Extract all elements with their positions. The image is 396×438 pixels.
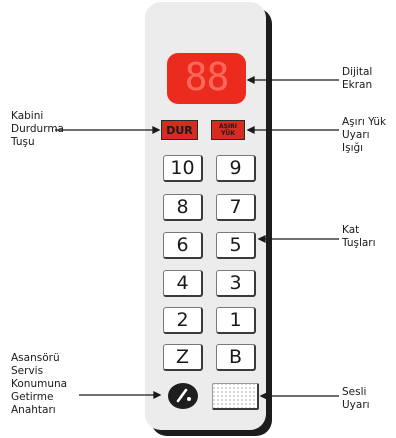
floor-key-7[interactable]: 7: [216, 194, 256, 221]
floor-key-9[interactable]: 9: [216, 155, 256, 182]
stop-button[interactable]: DUR: [161, 120, 198, 140]
label-line: Durdurma: [11, 123, 64, 135]
floor-key-10[interactable]: 10: [163, 155, 203, 182]
label-line: Anahtarı: [11, 404, 56, 416]
key-slot-icon: [176, 388, 191, 403]
overload-line-1: AŞIRI: [218, 123, 238, 130]
overload-light: AŞIRI YÜK: [211, 120, 245, 140]
label-service-key: Asansörü Servis Konumuna Getirme Anahtar…: [11, 352, 67, 417]
label-line: Kabini: [11, 110, 44, 122]
label-line: Konumuna: [11, 378, 68, 390]
label-line: Servis: [11, 365, 44, 377]
floor-key-5[interactable]: 5: [216, 232, 256, 259]
label-line: Uyarı: [342, 399, 370, 411]
floor-key-b[interactable]: B: [216, 344, 256, 371]
label-buzzer: Sesli Uyarı: [342, 386, 370, 412]
label-line: Asansörü: [11, 352, 60, 364]
label-stop-button: Kabini Durdurma Tuşu: [11, 110, 64, 149]
speaker-grille-icon: [212, 383, 259, 410]
floor-key-6[interactable]: 6: [163, 232, 203, 259]
floor-key-4[interactable]: 4: [163, 270, 203, 297]
floor-key-z[interactable]: Z: [163, 344, 203, 371]
label-line: Tuşu: [11, 136, 35, 148]
digital-display: 88: [167, 53, 246, 104]
label-line: Aşırı Yük: [342, 116, 387, 128]
floor-key-8[interactable]: 8: [163, 194, 203, 221]
label-overload-light: Aşırı Yük Uyarı Işığı: [342, 116, 386, 155]
label-floor-keys: Kat Tuşları: [342, 224, 376, 250]
label-line: Dijital: [342, 66, 373, 78]
label-line: Uyarı: [342, 129, 370, 141]
label-line: Tuşları: [342, 237, 376, 249]
floor-key-2[interactable]: 2: [163, 307, 203, 334]
label-line: Ekran: [342, 79, 373, 91]
label-digital-screen: Dijital Ekran: [342, 66, 372, 92]
label-line: Sesli: [342, 386, 367, 398]
display-digits: 88: [184, 55, 230, 99]
label-line: Getirme: [11, 391, 54, 403]
floor-key-1[interactable]: 1: [216, 307, 256, 334]
overload-line-2: YÜK: [221, 130, 235, 137]
floor-key-3[interactable]: 3: [216, 270, 256, 297]
label-line: Kat: [342, 224, 360, 236]
label-line: Işığı: [342, 142, 364, 154]
service-key-switch[interactable]: [168, 383, 198, 409]
